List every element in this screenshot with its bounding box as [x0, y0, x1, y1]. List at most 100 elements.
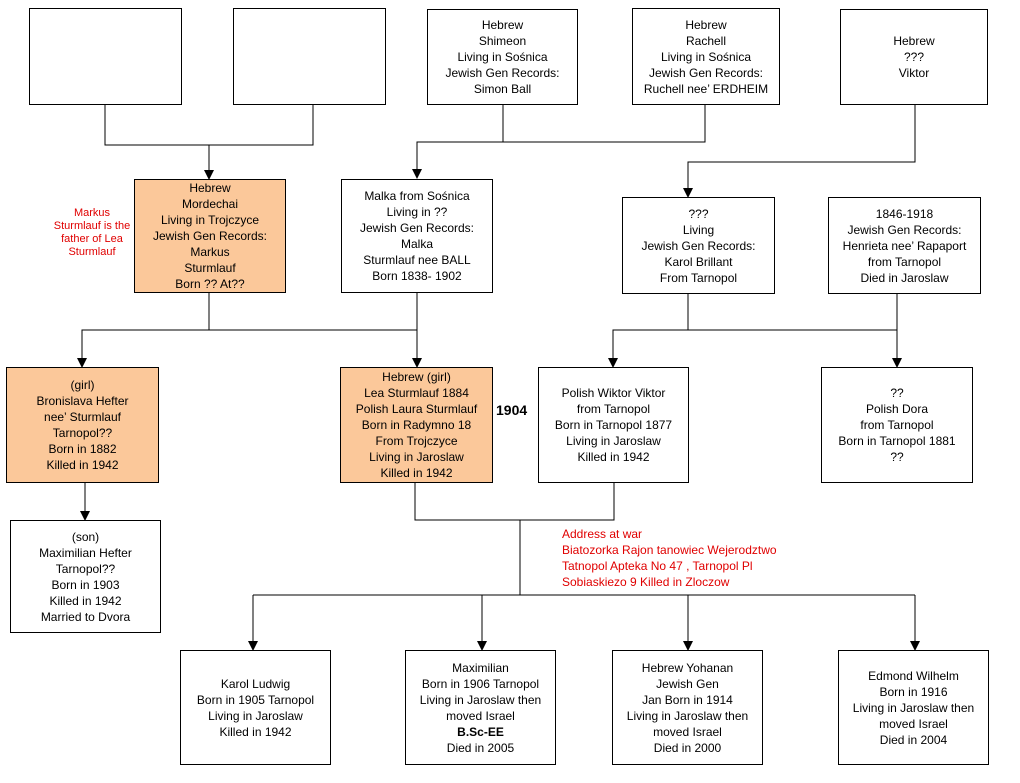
person-line: ??? [688, 206, 709, 221]
person-line: from Tarnopol [860, 418, 934, 432]
person-line: Maximilian Hefter [39, 545, 132, 560]
person-line: Markus [190, 245, 230, 259]
person-line: from Tarnopol [867, 254, 942, 269]
person-line: Jan Born in 1914 [642, 692, 733, 707]
person-line: Born in 1882 [48, 442, 117, 456]
person-line: Killed in 1942 [380, 466, 453, 480]
person-line: ?? [890, 450, 904, 464]
person-line: From Tarnopol [659, 270, 738, 285]
person-line: Living in ?? [386, 205, 448, 219]
person-line: nee’ Sturmlauf [44, 410, 121, 424]
person-line: Jewish Gen Records: [152, 229, 268, 243]
person-line: Born ?? At?? [175, 277, 245, 291]
person-box-viktor: Hebrew???Viktor [840, 9, 988, 105]
person-line: Born in 1906 Tarnopol [421, 676, 540, 691]
person-line: Hebrew [893, 34, 935, 48]
person-line: Rachell [685, 33, 727, 48]
person-line: Shimeon [478, 34, 527, 48]
person-line: Karol Ludwig [220, 676, 291, 691]
connector-lea-wiktor [414, 483, 615, 521]
person-line: From Trojczyce [375, 434, 458, 448]
person-line: Edmond Wilhelm [868, 668, 959, 683]
person-line: Died in 2005 [446, 740, 515, 755]
person-line: Polish Laura Sturmlauf [355, 402, 478, 416]
person-line: Hebrew [481, 18, 524, 32]
address-line: Sobiaskiezo 9 Killed in Zloczow [562, 575, 730, 589]
person-line: Karol Brillant [664, 254, 733, 269]
person-line: Malka [400, 237, 433, 251]
note-line: Markus [73, 207, 111, 219]
connector-sturmlauf-couple [208, 293, 418, 331]
person-line: Born in 1916 [879, 684, 948, 699]
person-line: Killed in 1942 [577, 450, 650, 464]
note-line: Sturmlauf [68, 246, 116, 258]
person-line: Malka from Sośnica [364, 189, 470, 203]
connector-malka-parents [502, 105, 706, 143]
arrow-to-karol-brillant [683, 105, 916, 198]
person-line: Tarnopol?? [55, 561, 116, 576]
person-line: Jewish Gen Records: [445, 66, 560, 80]
person-line: Died in 2004 [879, 732, 948, 747]
person-line: Living in Jaroslaw [208, 708, 303, 723]
person-line: Living in Jaroslaw then [626, 708, 749, 723]
person-line: (girl) [70, 378, 95, 392]
person-line: Living in Trojczyce [160, 213, 260, 227]
person-line: Living in Jaroslaw [369, 450, 464, 464]
person-line: Jewish Gen Records: [641, 238, 756, 253]
person-line: Living in Jaroslaw then [852, 700, 975, 715]
person-line: Born in 1905 Tarnopol [196, 692, 315, 707]
person-line: Living in Sośnica [457, 50, 548, 64]
connector-brillant-couple [687, 294, 898, 331]
markus-father-note: Markus Sturmlauf is the father of Lea St… [52, 207, 132, 259]
person-line: (son) [71, 529, 100, 544]
address-line: Tatnopol Apteka No 47 , Tarnopol Pl [562, 559, 753, 573]
person-line: Died in 2000 [653, 740, 722, 755]
person-line: Born in Tarnopol 1877 [554, 418, 673, 432]
person-line: Jewish Gen Records: [847, 222, 962, 237]
person-line: Simon Ball [473, 82, 532, 96]
person-line: Lea Sturmlauf 1884 [364, 386, 469, 400]
person-line: Hebrew [685, 17, 727, 32]
person-line: Sturmlauf nee BALL [363, 253, 471, 267]
person-line: ?? [890, 386, 904, 400]
person-line: Tarnopol?? [52, 426, 113, 440]
person-line: Living in Jaroslaw [566, 434, 661, 448]
person-line: Jewish Gen [656, 676, 719, 691]
person-line: Killed in 1942 [219, 724, 292, 739]
person-box-unknown-left [29, 8, 182, 105]
person-line: Polish Dora [865, 402, 929, 416]
war-address-note: Address at war Biatozorka Rajon tanowiec… [562, 526, 777, 590]
person-line: Born in Tarnopol 1881 [838, 434, 956, 448]
person-box-unknown-right [233, 8, 386, 105]
address-line: Address at war [562, 527, 643, 541]
person-line: moved Israel [446, 708, 515, 723]
person-line: Sturmlauf [184, 261, 236, 275]
person-line: Living in Jaroslaw then [419, 692, 542, 707]
person-line: Ruchell nee’ ERDHEIM [643, 81, 769, 96]
note-line: Sturmlauf is the [53, 220, 131, 232]
person-line: 1846-1918 [875, 206, 934, 221]
person-line: Polish Wiktor Viktor [561, 386, 666, 400]
person-line: Born in 1903 [51, 577, 120, 592]
person-line: Viktor [898, 66, 930, 80]
person-line: Mordechai [181, 197, 239, 211]
person-line: Bronislava Hefter [36, 394, 129, 408]
person-line: B.Sc-EE [457, 724, 504, 739]
person-line: Henrieta nee’ Rapaport [842, 238, 967, 253]
connector-mordechai-parents [104, 105, 314, 146]
person-line: from Tarnopol [576, 402, 651, 416]
person-line: moved Israel [879, 716, 948, 731]
